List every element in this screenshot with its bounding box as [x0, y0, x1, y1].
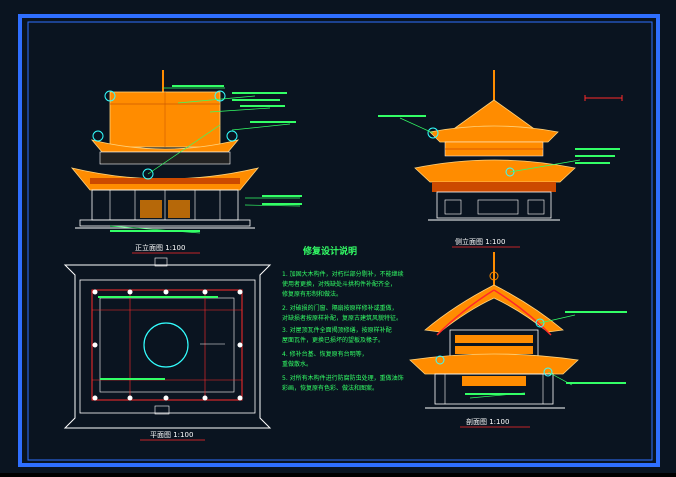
side-elevation: 侧立面图 1:100	[378, 70, 623, 248]
note-line-11: 彩画，恢复原有色彩、做法和图案。	[282, 384, 378, 392]
note-line-9: 重做散水。	[282, 360, 312, 368]
front-elevation-title: 正立面图 1:100	[135, 243, 185, 252]
side-elevation-title: 侧立面图 1:100	[455, 237, 505, 246]
inner-frame	[27, 21, 653, 461]
note-line-10: 5. 对所有木构件进行防腐防虫处理，重做油饰	[282, 374, 404, 382]
section-title: 剖面图 1:100	[466, 417, 509, 426]
note-line-6: 3. 对屋顶瓦件全面揭顶修缮，按原样补配	[282, 326, 392, 334]
notes-heading: 修复设计说明	[302, 245, 357, 257]
section-view: 剖面图 1:100	[409, 252, 627, 428]
note-line-3: 修复原有形制和做法。	[282, 290, 342, 298]
note-line-1: 1. 加固大木构件，对朽烂部分剔补，不能继续	[282, 270, 404, 278]
outer-frame	[18, 14, 660, 467]
note-line-8: 4. 修补台基、恢复原有台明等，	[282, 350, 368, 358]
floor-plan: 平面图 1:100	[63, 257, 272, 441]
front-elevation: 正立面图 1:100	[70, 70, 302, 254]
note-line-5: 对缺损者按原样补配，复原古建筑风貌特征。	[282, 314, 402, 322]
note-line-7: 屋面瓦件，更换已损坏的望板及椽子。	[282, 336, 384, 344]
note-line-2: 使用者更换，对残缺处斗拱构件补配齐全，	[282, 280, 396, 288]
plan-title: 平面图 1:100	[150, 431, 193, 439]
note-line-4: 2. 对破损的门窗、隔扇按原样修补或重做，	[282, 304, 398, 312]
notes-block: 修复设计说明 1. 加固大木构件，对朽烂部分剔补，不能继续 使用者更换，对残缺处…	[282, 245, 404, 392]
